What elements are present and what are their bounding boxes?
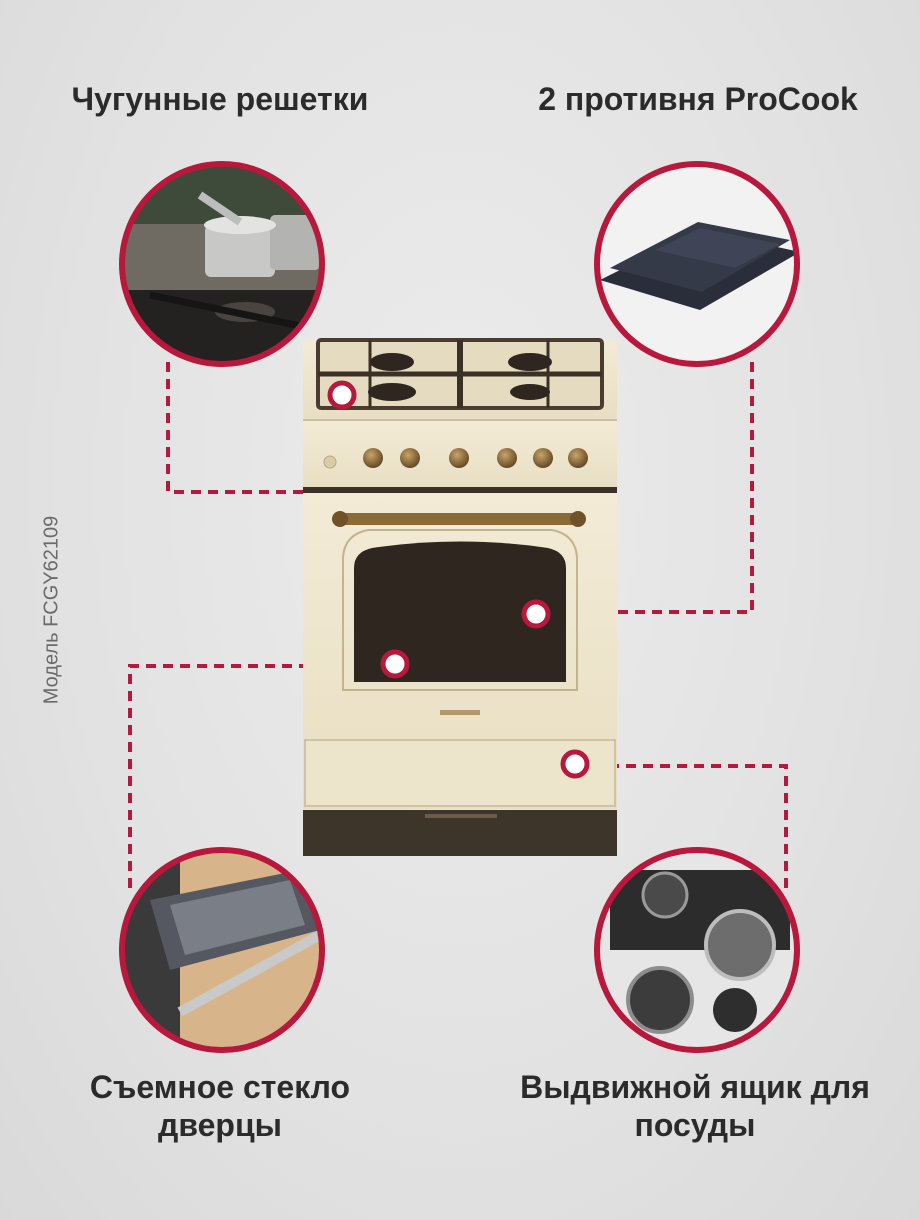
connector-door-glass bbox=[128, 664, 380, 888]
feature-label-grates: Чугунные решетки bbox=[71, 81, 369, 117]
connector-lines bbox=[128, 362, 788, 888]
oven-window bbox=[354, 541, 566, 682]
oven-door-frame bbox=[342, 529, 578, 691]
connector-drawer bbox=[592, 764, 788, 888]
knob-icon bbox=[363, 448, 383, 468]
drawer-pans-photo bbox=[626, 871, 776, 1034]
gas-stove bbox=[303, 338, 617, 856]
oven-door-photo bbox=[150, 870, 322, 1017]
feature-label-trays: 2 противня ProCook bbox=[538, 81, 858, 117]
hotspot-trays[interactable] bbox=[521, 599, 551, 629]
knob-icon bbox=[400, 448, 420, 468]
burner-icon bbox=[370, 353, 414, 371]
connector-grates bbox=[166, 362, 342, 494]
oven-handle bbox=[334, 513, 584, 525]
hotspot-drawer[interactable] bbox=[560, 749, 590, 779]
hotspot-grates[interactable] bbox=[327, 380, 357, 410]
detail-photo-grates bbox=[119, 161, 325, 367]
feature-label-drawer: Выдвижной ящик для посуды bbox=[520, 1069, 870, 1143]
knob-icon bbox=[533, 448, 553, 468]
burner-icon bbox=[368, 383, 416, 401]
knob-icon bbox=[568, 448, 588, 468]
detail-photo-door-glass bbox=[119, 847, 325, 1053]
ignition-button bbox=[323, 455, 337, 469]
control-knobs bbox=[363, 448, 588, 468]
burner-icon bbox=[510, 384, 550, 400]
baking-trays-photo bbox=[600, 222, 797, 310]
detail-photo-drawer bbox=[594, 847, 800, 1053]
hotspots bbox=[327, 380, 590, 779]
knob-icon bbox=[449, 448, 469, 468]
connector-trays bbox=[552, 362, 754, 614]
feature-label-door-glass: Съемное стекло дверцы bbox=[89, 1069, 351, 1143]
hotspot-door-glass[interactable] bbox=[380, 649, 410, 679]
storage-drawer bbox=[304, 739, 616, 807]
brand-logo bbox=[440, 710, 480, 715]
detail-photo-trays bbox=[594, 161, 800, 367]
burner-icon bbox=[508, 353, 552, 371]
knob-icon bbox=[497, 448, 517, 468]
